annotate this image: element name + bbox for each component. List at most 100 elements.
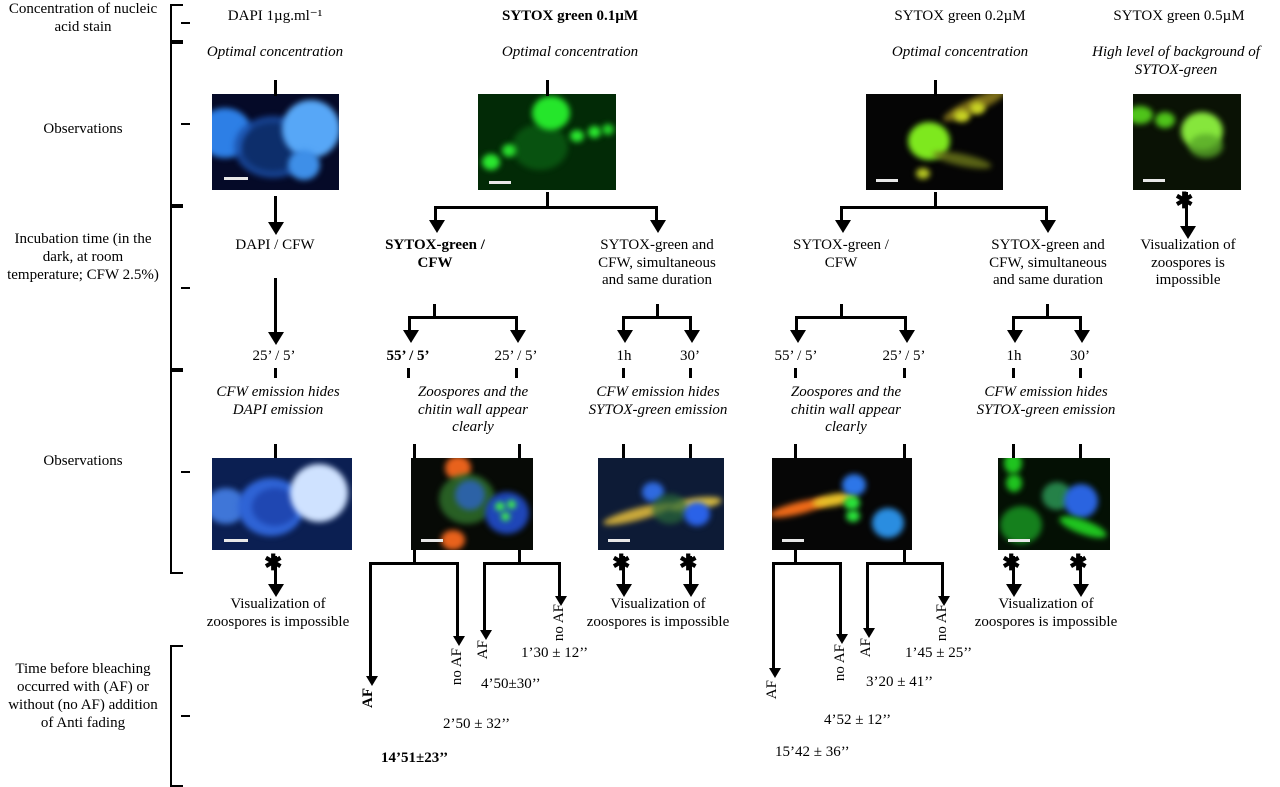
time-sytox02-sim-b: 30’ <box>1070 348 1090 364</box>
bleach-leg-sytox02b-af <box>866 562 869 632</box>
bleach-bar-sytox01-a <box>369 562 459 565</box>
scale-bar <box>608 539 630 542</box>
protocol-dapi-cfw: DAPI / CFW <box>235 237 315 253</box>
bleach-leg-sytox01b-af <box>483 562 486 634</box>
bleach-leg-sytox02b-noaf <box>941 562 944 600</box>
protocol-sytox02-simultaneous: SYTOX-green and CFW, simultaneous and sa… <box>989 237 1107 289</box>
time-sytox01-sim-a: 1h <box>616 348 632 364</box>
connector-sytox01sim-a <box>622 444 625 458</box>
arrow-sytox01sim-blocked-b <box>689 556 692 588</box>
tick-sytox01-sim-a <box>622 368 625 378</box>
split-leg-sytox02-b <box>1045 206 1048 224</box>
column-title-sytox02: SYTOX green 0.2µM <box>894 8 1026 24</box>
bleach-time-sytox02b-af: 3’20 ± 41’’ <box>866 674 934 690</box>
impossible-dapi: Visualization of zoospores is impossible <box>206 596 350 630</box>
tick-sytox01-sim-b <box>689 368 692 378</box>
micrograph-sytox01-top <box>478 94 616 190</box>
column-title-dapi: DAPI 1µg.ml⁻¹ <box>227 8 323 24</box>
split-bar-sytox02 <box>840 206 1048 209</box>
connector-sytox02-bottom-a <box>794 444 797 458</box>
bleach-leg-sytox02-noaf <box>839 562 842 638</box>
split-stem-sytox01 <box>546 192 549 208</box>
column-title-sytox05: SYTOX green 0.5µM <box>1113 8 1245 24</box>
split-leg-sytox02sim-a <box>1012 316 1015 334</box>
connector-sytox01sim-b <box>689 444 692 458</box>
label-noaf-sytox02: no AF <box>831 644 848 682</box>
tick-sytox02-sim-b <box>1079 368 1082 378</box>
split-leg-sytox02sim-b <box>1079 316 1082 334</box>
time-sytox01-sim-b: 30’ <box>680 348 700 364</box>
blocked-icon-sytox02sim-a: ✱ <box>1002 550 1021 575</box>
blocked-icon-sytox02sim-b: ✱ <box>1069 550 1088 575</box>
protocol-sytox02-cfw: SYTOX-green / CFW <box>793 237 889 271</box>
split-bar-sytox01-time <box>408 316 518 319</box>
split-leg-sytox01-a <box>434 206 437 224</box>
split-leg-sytox01-b <box>655 206 658 224</box>
split-stem-sytox02sim-time <box>1046 304 1049 318</box>
connector-sytox02-bottom-b <box>903 444 906 458</box>
bleach-stem-sytox01-a <box>413 550 416 564</box>
impossible-sytox05: Visualization of zoospores is impossible <box>1140 237 1236 289</box>
split-stem-sytox01sim-time <box>656 304 659 318</box>
impossible-sytox02-sim: Visualization of zoospores is impossible <box>974 596 1118 630</box>
bracket-incubation <box>170 206 190 370</box>
micrograph-sytox02-sim-bottom <box>998 458 1110 550</box>
tick-sytox02-a <box>794 368 797 378</box>
arrow-dapi-to-time <box>274 278 277 336</box>
bleach-leg-sytox02-af <box>772 562 775 672</box>
bleach-leg-sytox01-af <box>369 562 372 680</box>
time-sytox02-b: 25’ / 5’ <box>882 348 926 364</box>
arrow-sytox05-blocked <box>1185 192 1188 230</box>
time-dapi: 25’ / 5’ <box>252 348 296 364</box>
bleach-time-sytox02b-noaf: 1’45 ± 25’’ <box>905 645 973 661</box>
split-bar-sytox02sim-time <box>1012 316 1082 319</box>
bleach-time-sytox02-af: 15’42 ± 36’’ <box>775 744 850 760</box>
observation-2-sytox02-sim: CFW emission hides SYTOX-green emission <box>976 384 1116 418</box>
time-sytox01-a: 55’ / 5’ <box>386 348 430 364</box>
observation-2-dapi: CFW emission hides DAPI emission <box>216 384 340 418</box>
micrograph-dapi-bottom <box>212 458 352 550</box>
bracket-observations-1 <box>170 42 190 206</box>
bleach-time-sytox01b-noaf: 1’30 ± 12’’ <box>521 645 589 661</box>
bleach-bar-sytox02-a <box>772 562 842 565</box>
micrograph-sytox01-bottom <box>411 458 533 550</box>
protocol-sytox01-cfw: SYTOX-green / CFW <box>385 237 485 271</box>
observation-2-sytox02: Zoospores and the chitin wall appear cle… <box>790 384 902 436</box>
arrow-sytox02sim-blocked-a <box>1012 556 1015 588</box>
scale-bar <box>421 539 443 542</box>
split-leg-sytox01sim-b <box>689 316 692 334</box>
connector-sytox01-bottom-b <box>518 444 521 458</box>
arrow-sytox01sim-blocked-a <box>622 556 625 588</box>
bleach-time-sytox01b-af: 4’50±30’’ <box>481 676 541 692</box>
row-label-bleaching: Time before bleaching occurred with (AF)… <box>8 661 158 731</box>
connector-sytox01-bottom-a <box>413 444 416 458</box>
observation-1-sytox01: Optimal concentration <box>501 44 639 60</box>
split-leg-sytox01sim-a <box>622 316 625 334</box>
bracket-bleaching <box>170 645 190 787</box>
tick-sytox02-b <box>903 368 906 378</box>
arrow-dapi-to-protocol <box>274 196 277 226</box>
connector-sytox01-top <box>546 80 549 96</box>
observation-1-sytox02: Optimal concentration <box>891 44 1029 60</box>
bleach-leg-sytox01-noaf <box>456 562 459 640</box>
bleach-bar-sytox01-b <box>483 562 561 565</box>
label-noaf-sytox01b: no AF <box>550 604 567 642</box>
bleach-time-sytox02-noaf: 4’52 ± 12’’ <box>824 712 892 728</box>
label-noaf-sytox01: no AF <box>448 648 465 686</box>
split-bar-sytox02-time <box>795 316 907 319</box>
observation-1-dapi: Optimal concentration <box>206 44 344 60</box>
scale-bar <box>876 179 898 182</box>
tick-dapi <box>274 368 277 378</box>
label-noaf-sytox02b: no AF <box>933 604 950 642</box>
time-sytox02-sim-a: 1h <box>1006 348 1022 364</box>
connector-sytox02sim-b <box>1079 444 1082 458</box>
scale-bar <box>1008 539 1030 542</box>
observation-2-sytox01-sim: CFW emission hides SYTOX-green emission <box>588 384 728 418</box>
time-sytox01-b: 25’ / 5’ <box>494 348 538 364</box>
bleach-leg-sytox01b-noaf <box>558 562 561 600</box>
blocked-icon-sytox05: ✱ <box>1175 188 1194 213</box>
protocol-sytox01-simultaneous: SYTOX-green and CFW, simultaneous and sa… <box>598 237 716 289</box>
split-stem-sytox02-time <box>840 304 843 318</box>
split-stem-sytox02 <box>934 192 937 208</box>
